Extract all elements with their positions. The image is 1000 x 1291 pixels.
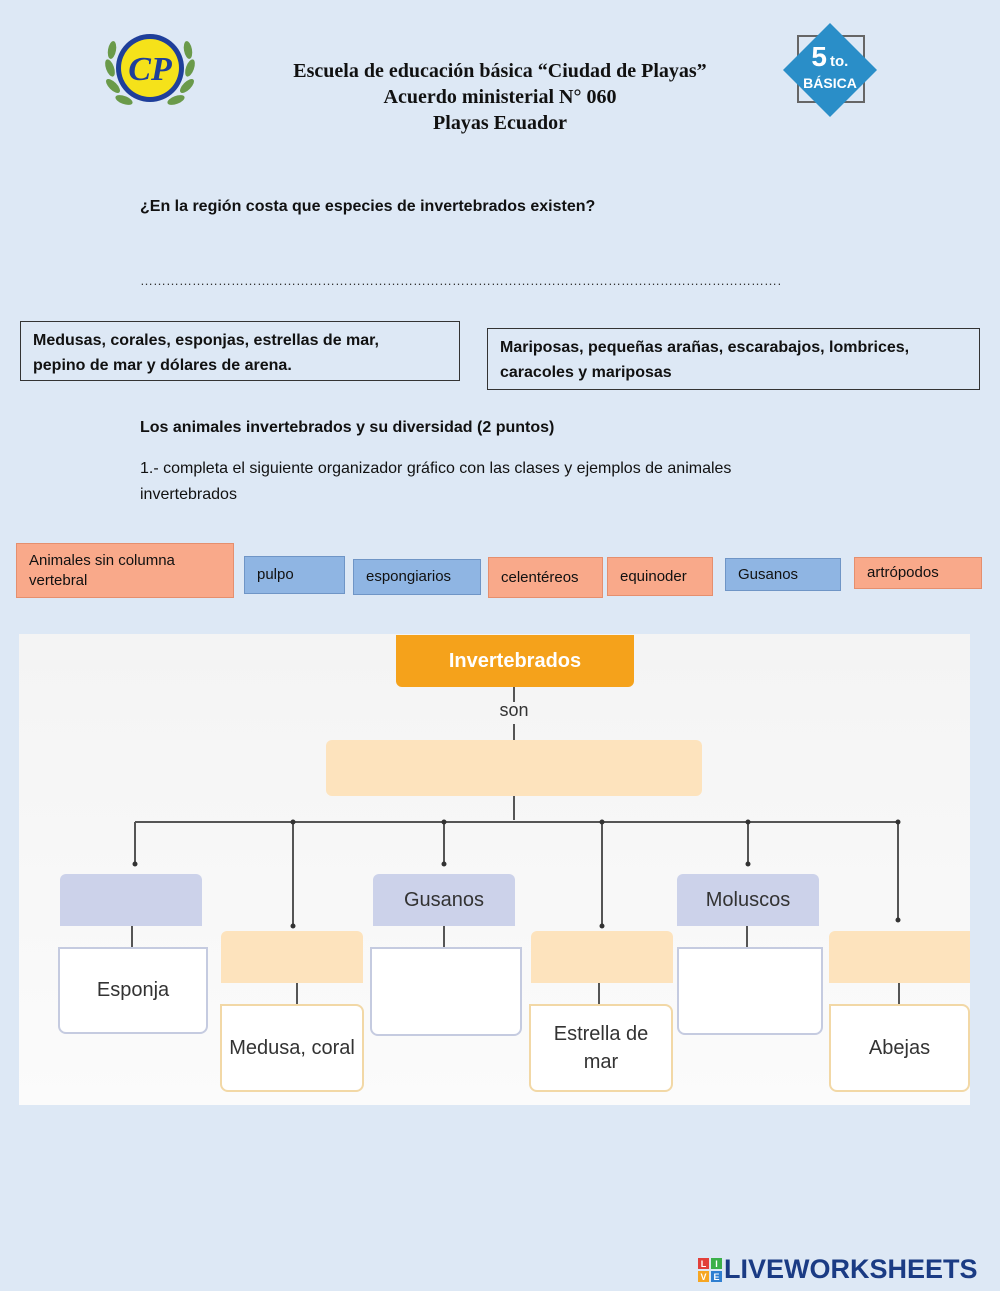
svg-text:E: E	[713, 1272, 719, 1282]
drag-chip-espongiarios[interactable]: espongiarios	[353, 559, 481, 595]
grade-suffix: to.	[830, 53, 848, 70]
drop-zone-class-1[interactable]	[60, 874, 202, 926]
drag-chip-celentereos[interactable]: celentéreos	[488, 557, 603, 598]
instruction-line-1: 1.- completa el siguiente organizador gr…	[140, 460, 732, 477]
liveworksheets-logo-icon: L I V E	[698, 1258, 722, 1282]
drop-zone-example-3[interactable]	[370, 947, 522, 1036]
drag-chip-artropodos[interactable]: artrópodos	[854, 557, 982, 589]
liveworksheets-brand: LIVEWORKSHEETS	[724, 1254, 978, 1284]
school-logo: CP	[100, 28, 200, 114]
class-moluscos: Moluscos	[677, 874, 819, 926]
option-1-line-2: pepino de mar y dólares de arena.	[33, 357, 292, 374]
drop-zone-class-4[interactable]	[531, 931, 673, 983]
school-location: Playas Ecuador	[433, 112, 567, 134]
ministerial-agreement: Acuerdo ministerial N° 060	[383, 86, 617, 108]
drop-zone-class-2[interactable]	[221, 931, 363, 983]
diagram-root: Invertebrados	[396, 635, 634, 687]
section-title: Los animales invertebrados y su diversid…	[140, 419, 555, 436]
answer-option-1[interactable]: Medusas, corales, esponjas, estrellas de…	[20, 321, 460, 381]
drag-chip-equinoder[interactable]: equinoder	[607, 557, 713, 596]
school-name: Escuela de educación básica “Ciudad de P…	[293, 60, 707, 82]
question-text: ¿En la región costa que especies de inve…	[140, 198, 596, 215]
instruction-text: 1.- completa el siguiente organizador gr…	[140, 456, 840, 508]
example-estrella-de-mar: Estrella de mar	[529, 1004, 673, 1092]
grade-badge: 5 to. BÁSICA	[780, 20, 880, 120]
option-2-line-2: caracoles y mariposas	[500, 364, 672, 381]
option-1-line-1: Medusas, corales, esponjas, estrellas de…	[33, 332, 379, 349]
drop-zone-example-5[interactable]	[677, 947, 823, 1035]
grade-number: 5	[811, 41, 827, 72]
instruction-line-2: invertebrados	[140, 486, 237, 503]
example-abejas: Abejas	[829, 1004, 970, 1092]
drop-zone-main[interactable]	[326, 740, 702, 796]
example-medusa-coral: Medusa, coral	[220, 1004, 364, 1092]
logo-letters: CP	[128, 51, 172, 88]
organizer-diagram: Invertebrados son Gusanos Moluscos Espon…	[19, 634, 970, 1105]
answer-line[interactable]: ……………………………………………………………………………………………………………	[140, 273, 780, 288]
school-heading: Escuela de educación básica “Ciudad de P…	[200, 58, 800, 136]
svg-text:I: I	[715, 1259, 718, 1269]
chip-line-1: Animales sin columna	[29, 551, 175, 569]
option-2-line-1: Mariposas, pequeñas arañas, escarabajos,…	[500, 339, 910, 356]
grade-label: BÁSICA	[803, 75, 857, 91]
chip-line-2: vertebral	[29, 571, 88, 589]
svg-text:L: L	[701, 1259, 707, 1269]
diagram-connectors	[131, 686, 901, 1004]
drag-chip-pulpo[interactable]: pulpo	[244, 556, 345, 594]
drag-chip-animales-sin-columna[interactable]: Animales sin columna vertebral	[16, 543, 234, 598]
answer-option-2[interactable]: Mariposas, pequeñas arañas, escarabajos,…	[487, 328, 980, 390]
drop-zone-class-6[interactable]	[829, 931, 970, 983]
example-esponja: Esponja	[58, 947, 208, 1034]
svg-text:V: V	[700, 1272, 706, 1282]
connector-label: son	[499, 700, 529, 720]
drag-chip-gusanos[interactable]: Gusanos	[725, 558, 841, 591]
class-gusanos: Gusanos	[373, 874, 515, 926]
